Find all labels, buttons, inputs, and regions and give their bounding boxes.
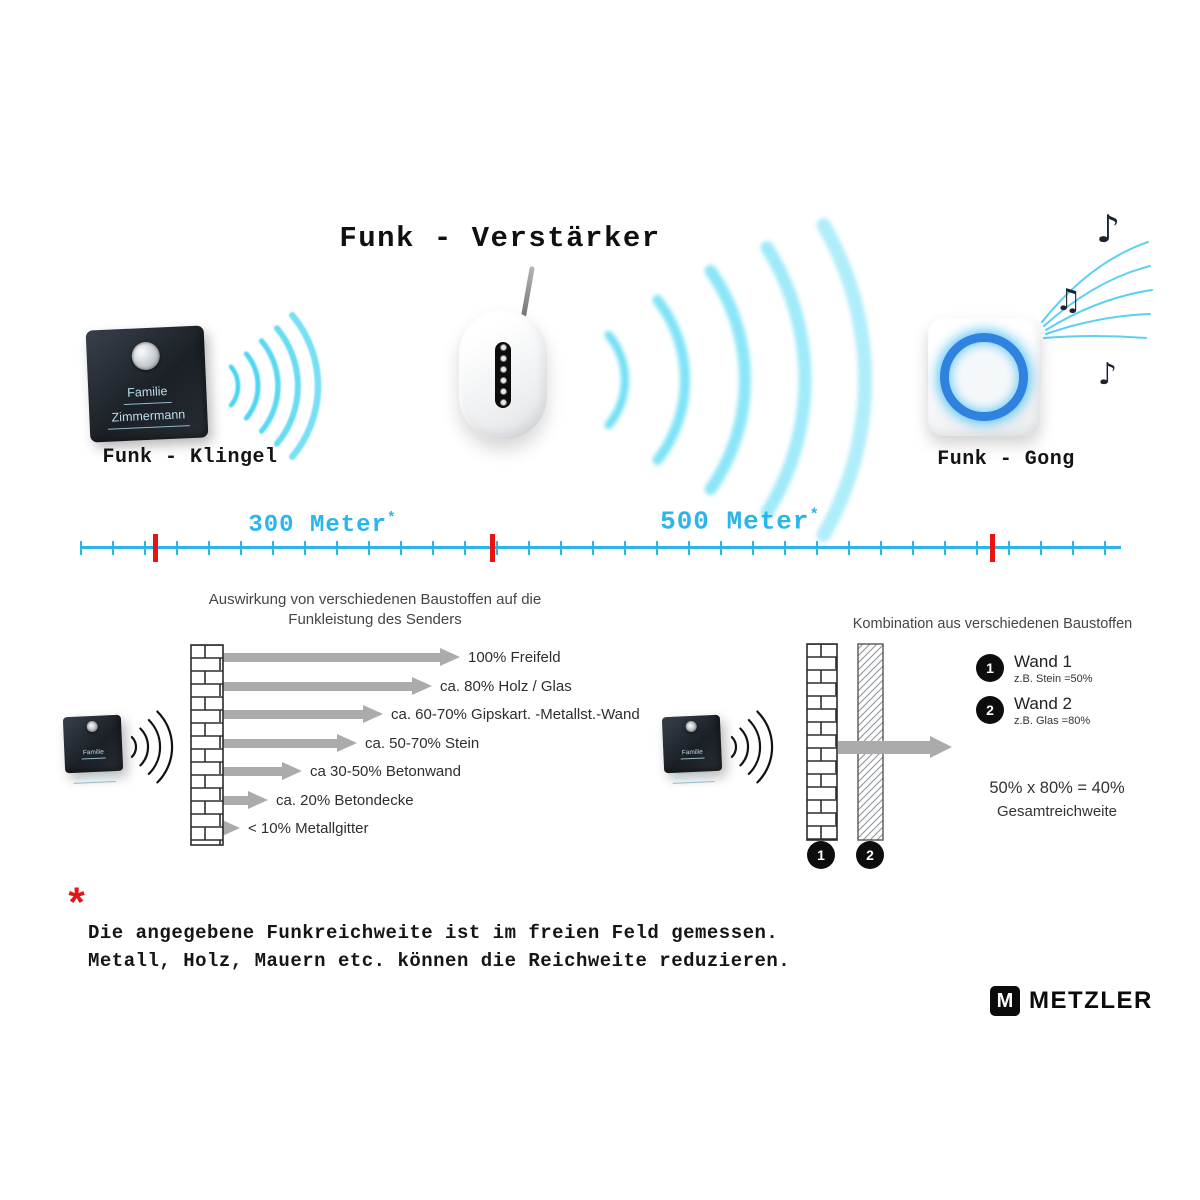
- material-bar-stein: ca. 50-70% Stein: [192, 732, 479, 754]
- legend2-text: Wand 2 z.B. Glas =80%: [1014, 694, 1090, 727]
- ruler-marker-mid: [490, 534, 495, 562]
- brand-name: METZLER: [1029, 987, 1153, 1014]
- material-bar-freifeld: 100% Freifeld: [192, 646, 561, 668]
- range-label-300m: 300 Meter*: [248, 511, 397, 539]
- material-label: ca. 80% Holz / Glas: [440, 677, 572, 695]
- material-bar-betondecke: ca. 20% Betondecke: [192, 789, 414, 811]
- legend1-circle: 1: [976, 654, 1004, 682]
- ruler-marker-start: [153, 534, 158, 562]
- funk-klingel-device: Familie Zimmermann: [85, 325, 209, 443]
- material-label: ca 30-50% Betonwand: [310, 762, 461, 780]
- radio-waves-klingel: [228, 312, 322, 460]
- name-plate: Familie Zimmermann: [88, 377, 208, 430]
- gong-led-ring: [940, 333, 1028, 421]
- footnote-marker: *: [809, 506, 820, 524]
- formula-label: Gesamtreichweite: [996, 802, 1118, 820]
- footnote-asterisk: *: [64, 883, 90, 931]
- metzler-logo-icon: M: [990, 986, 1020, 1016]
- material-bar-holz-glas: ca. 80% Holz / Glas: [192, 675, 572, 697]
- mini-sender-right: Familie Zimmermann: [661, 714, 723, 784]
- arrow-head-icon: [248, 791, 268, 809]
- footnote-line2: Metall, Holz, Mauern etc. können die Rei…: [88, 949, 791, 972]
- material-label: ca. 20% Betondecke: [276, 791, 414, 809]
- materials-heading-line1: Auswirkung von verschiedenen Baustoffen …: [208, 591, 542, 608]
- radio-waves-sender-right: [730, 710, 774, 784]
- arrow-head-icon: [282, 762, 302, 780]
- radio-waves-sender-left: [130, 710, 174, 784]
- name-plate-line2: Zimmermann: [107, 405, 190, 430]
- doorbell-button-icon: [131, 341, 161, 371]
- arrow-head-icon: [930, 736, 952, 758]
- funk-gong-label: Funk - Gong: [937, 448, 1075, 471]
- funk-klingel-label: Funk - Klingel: [102, 446, 278, 469]
- materials-heading-line2: Funkleistung des Senders: [288, 610, 462, 628]
- ruler-line: [80, 546, 1121, 549]
- material-bar-gipskarton: ca. 60-70% Gipskart. -Metallst.-Wand: [192, 703, 640, 725]
- footnote-text: Die angegebene Funkreichweite ist im fre…: [88, 920, 790, 975]
- wall2-name: Wand 2: [1014, 694, 1072, 713]
- led-strip: [495, 342, 511, 408]
- wall1-marker: 1: [807, 841, 835, 869]
- arrow-head-icon: [337, 734, 357, 752]
- range-label-500m: 500 Meter*: [660, 506, 820, 537]
- combination-brick-wall: [806, 643, 838, 841]
- doorbell-button-icon: [86, 720, 98, 733]
- arrow-head-icon: [412, 677, 432, 695]
- legend2-circle: 2: [976, 696, 1004, 724]
- materials-heading: Auswirkung von verschiedenen Baustoffen …: [150, 590, 600, 629]
- funk-gong-device: [928, 318, 1040, 436]
- wall1-name: Wand 1: [1014, 652, 1072, 671]
- material-label: 100% Freifeld: [468, 648, 561, 666]
- arrow-head-icon: [220, 819, 240, 837]
- wall2-detail: z.B. Glas =80%: [1014, 715, 1091, 727]
- wall1-detail: z.B. Stein =50%: [1014, 673, 1093, 685]
- material-bar-betonwand: ca 30-50% Betonwand: [192, 760, 461, 782]
- funk-verstaerker-device: [459, 265, 547, 440]
- legend1-text: Wand 1 z.B. Stein =50%: [1014, 652, 1093, 685]
- material-label: ca. 60-70% Gipskart. -Metallst.-Wand: [391, 705, 640, 723]
- brick-wall: [190, 644, 224, 846]
- material-label: ca. 50-70% Stein: [365, 734, 480, 752]
- doorbell-button-icon: [685, 720, 697, 733]
- ruler-marker-end: [990, 534, 995, 562]
- name-plate-line1: Familie: [122, 381, 172, 405]
- radio-waves-verstaerker: [604, 218, 872, 542]
- arrow-head-icon: [440, 648, 460, 666]
- formula-result: 50% x 80% = 40%: [989, 779, 1125, 797]
- footnote-line1: Die angegebene Funkreichweite ist im fre…: [88, 922, 779, 944]
- through-walls-arrow: [838, 736, 952, 758]
- music-note-icon: ♫: [1055, 283, 1082, 318]
- arrow-head-icon: [363, 705, 383, 723]
- brand-footer: M METZLER: [990, 986, 1153, 1016]
- mini-sender-left: Familie Zimmermann: [62, 714, 124, 784]
- material-label: < 10% Metallgitter: [248, 819, 369, 837]
- music-note-icon: ♪: [1096, 207, 1121, 251]
- combination-heading: Kombination aus verschiedenen Baustoffen: [852, 616, 1133, 632]
- combination-formula: 50% x 80% = 40% Gesamtreichweite: [957, 776, 1157, 823]
- page-title: Funk - Verstärker: [339, 222, 661, 255]
- wall2-marker: 2: [856, 841, 884, 869]
- footnote-marker: *: [386, 511, 397, 527]
- music-note-icon: ♪: [1098, 357, 1118, 392]
